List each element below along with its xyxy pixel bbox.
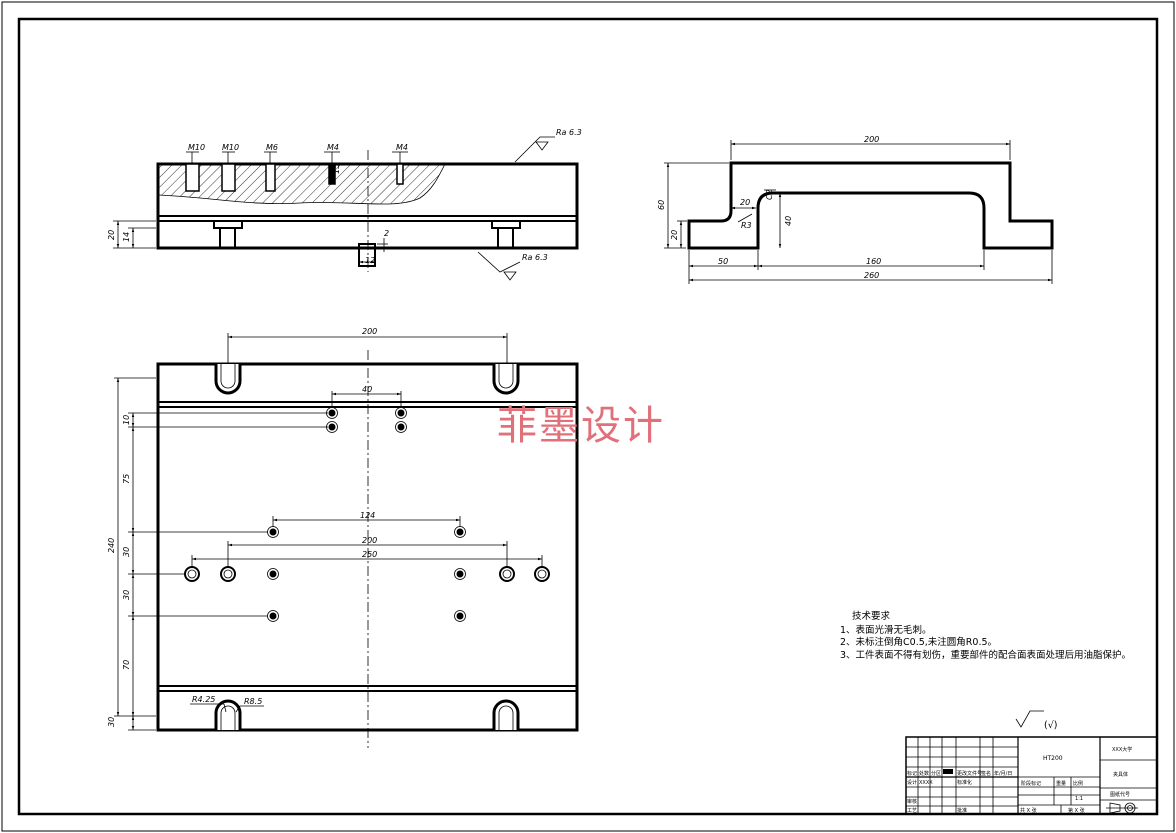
dim-200-top: 200 xyxy=(362,327,377,336)
notes-item-1: 1、表面光滑无毛刺。 xyxy=(840,624,932,636)
hole-label-1: M10 xyxy=(188,143,205,152)
tb-stage-label: 阶段标记 xyxy=(1021,780,1041,787)
tb-part-name: 夹具体 xyxy=(1113,771,1128,778)
front-view: M10 M10 M6 M4 M4 15 Ra 6.3 Ra 6.3 20 14 … xyxy=(107,128,582,281)
dim-R4-25-top: R4.25 xyxy=(192,695,215,704)
tb-check: 审核 xyxy=(907,798,917,805)
dim-200b-top: 200 xyxy=(362,536,377,545)
tb-ratio-label: 比例 xyxy=(1073,780,1083,787)
top-view: 200 40 124 200 250 240 10 75 xyxy=(107,327,579,748)
notes-item-3: 3、工件表面不得有划伤，重要部件的配合面表面处理后用油脂保护。 xyxy=(840,649,1131,661)
dim-R8-5-top: R8.5 xyxy=(244,697,262,706)
watermark: 菲墨设计 xyxy=(497,403,665,449)
hole-label-3: M6 xyxy=(266,143,278,152)
dim-30c-top: 30 xyxy=(107,717,116,727)
hole-label-2: M10 xyxy=(222,143,239,152)
dim-75-top: 75 xyxy=(122,474,131,484)
notes-item-2: 2、未标注倒角C0.5,未注圆角R0.5。 xyxy=(840,636,997,648)
dim-30a-top: 30 xyxy=(122,547,131,557)
technical-notes: 技术要求 1、表面光滑无毛刺。 2、未标注倒角C0.5,未注圆角R0.5。 3、… xyxy=(840,610,1131,661)
tb-mark: 标记 xyxy=(907,770,917,777)
tb-weight-label: 重量 xyxy=(1056,780,1066,787)
dim-250-top: 250 xyxy=(362,550,377,559)
tb-partition: 分区 xyxy=(931,770,941,777)
dim-12-front: 12 xyxy=(365,256,375,265)
dim-40-top: 40 xyxy=(362,385,372,394)
dim-40-side: 40 xyxy=(784,216,793,226)
tb-design: 设计 xyxy=(907,779,917,786)
dim-20-side: 20 xyxy=(670,230,679,240)
dim-2-front: 2 xyxy=(384,229,389,238)
side-view: 200 60 20 20 R3 C2 40 50 160 260 xyxy=(657,135,1054,284)
dim-C2-side: C2 xyxy=(765,189,774,200)
notes-title: 技术要求 xyxy=(852,610,891,622)
tb-change-no: 更改文件号 xyxy=(957,770,982,777)
surface-finish-symbol: (√) xyxy=(1015,710,1057,731)
dim-20b-side: 20 xyxy=(740,198,750,207)
tb-material: HT200 xyxy=(1043,755,1063,762)
dim-160-side: 160 xyxy=(866,257,881,266)
tb-count: 处数 xyxy=(919,770,929,777)
tb-drawing-no: 图纸代号 xyxy=(1110,791,1130,798)
tb-approve: 批准 xyxy=(957,807,967,814)
tb-process: 工艺 xyxy=(907,808,917,814)
hole-label-4: M4 xyxy=(327,143,339,152)
roughness-top-label: Ra 6.3 xyxy=(556,128,582,137)
surface-symbol-label: (√) xyxy=(1044,720,1057,731)
dim-14-front: 14 xyxy=(122,232,131,242)
dim-20-front: 20 xyxy=(107,230,116,240)
dim-30b-top: 30 xyxy=(122,590,131,600)
dim-60-side: 60 xyxy=(657,200,666,210)
projection-symbol xyxy=(1106,802,1138,814)
tb-school: XXX大学 xyxy=(1112,746,1132,753)
dim-10-top: 10 xyxy=(122,415,131,425)
tb-ratio: 1:1 xyxy=(1075,796,1083,802)
dim-124-top: 124 xyxy=(360,511,375,520)
tb-standard: 标准化 xyxy=(957,779,972,786)
dim-50-side: 50 xyxy=(718,257,728,266)
tb-date: 年/月/日 xyxy=(994,770,1012,777)
tb-sheet-total: 共 X 张 xyxy=(1020,807,1037,814)
dim-R3-side: R3 xyxy=(741,221,752,230)
dim-240-top: 240 xyxy=(107,538,116,553)
tb-design-name: XXXX xyxy=(919,780,933,786)
dim-260-side: 260 xyxy=(864,271,879,280)
dim-70-top: 70 xyxy=(122,660,131,670)
title-block: 标记 处数 分区 更改文件号 签名 年/月/日 设计 XXXX 标准化 审核 工… xyxy=(905,736,1158,815)
dim-200-side: 200 xyxy=(864,135,879,144)
tb-sheet-no: 第 X 张 xyxy=(1068,807,1085,814)
hole-depth-label: 15 xyxy=(332,164,341,174)
tb-signature: 签名 xyxy=(981,770,991,777)
hole-label-5: M4 xyxy=(396,143,408,152)
roughness-bottom-label: Ra 6.3 xyxy=(522,253,548,262)
